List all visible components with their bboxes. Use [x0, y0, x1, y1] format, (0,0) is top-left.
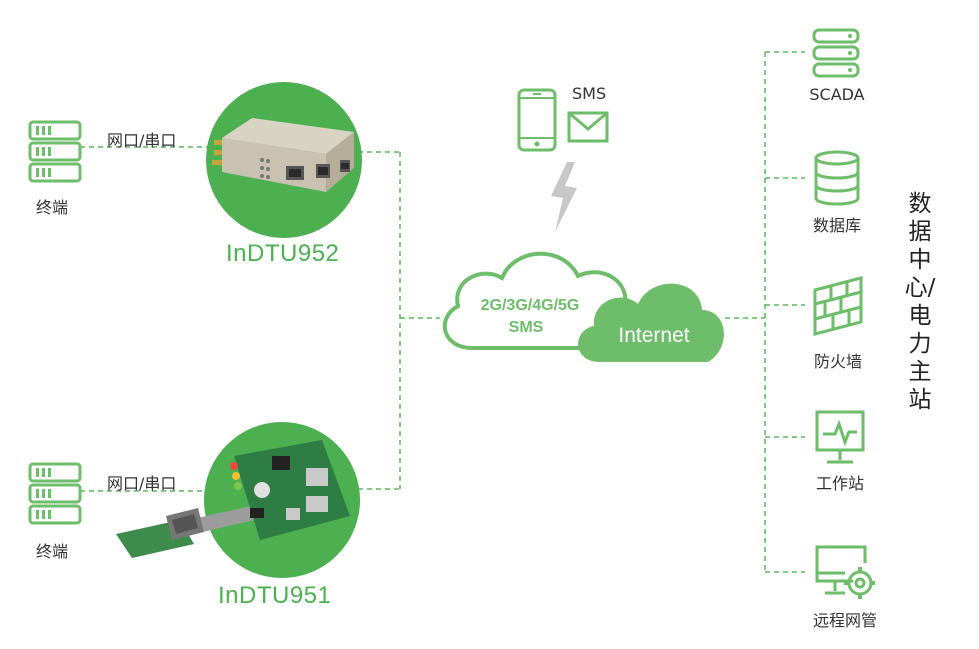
terminal-server-icon [28, 462, 82, 525]
device-name: InDTU951 [218, 582, 332, 609]
server-icon [812, 28, 860, 78]
firewall-label: 防火墙 [813, 352, 863, 371]
indtu952-device-image [206, 82, 362, 238]
link-label: 网口/串口 [107, 474, 177, 493]
indtu951-device-image [116, 422, 360, 578]
envelope-icon [567, 111, 609, 143]
lightning-icon [551, 162, 577, 232]
cloud-network-label: 2G/3G/4G/5G [481, 297, 580, 314]
cloud-sms-label: SMS [509, 319, 544, 336]
phone-icon [517, 88, 557, 152]
terminal-label: 终端 [36, 198, 69, 217]
workstation-label: 工作站 [815, 474, 865, 493]
scada-label: SCADA [809, 85, 865, 104]
terminal-server-icon [28, 120, 82, 183]
data-center-title: 数据中心/电力主站 [904, 191, 936, 413]
workstation-icon [815, 410, 865, 464]
sms-label: SMS [572, 84, 607, 103]
link-label: 网口/串口 [107, 131, 177, 150]
remote-management-label: 远程网管 [812, 611, 878, 630]
terminal-label: 终端 [36, 542, 69, 561]
database-icon [814, 150, 860, 206]
network-cloud-icon: 2G/3G/4G/5G SMS Internet [442, 251, 724, 362]
device-name: InDTU952 [226, 240, 340, 267]
database-label: 数据库 [812, 216, 862, 235]
remote-management-icon [815, 545, 875, 599]
internet-label: Internet [618, 324, 689, 347]
firewall-icon [813, 276, 863, 336]
